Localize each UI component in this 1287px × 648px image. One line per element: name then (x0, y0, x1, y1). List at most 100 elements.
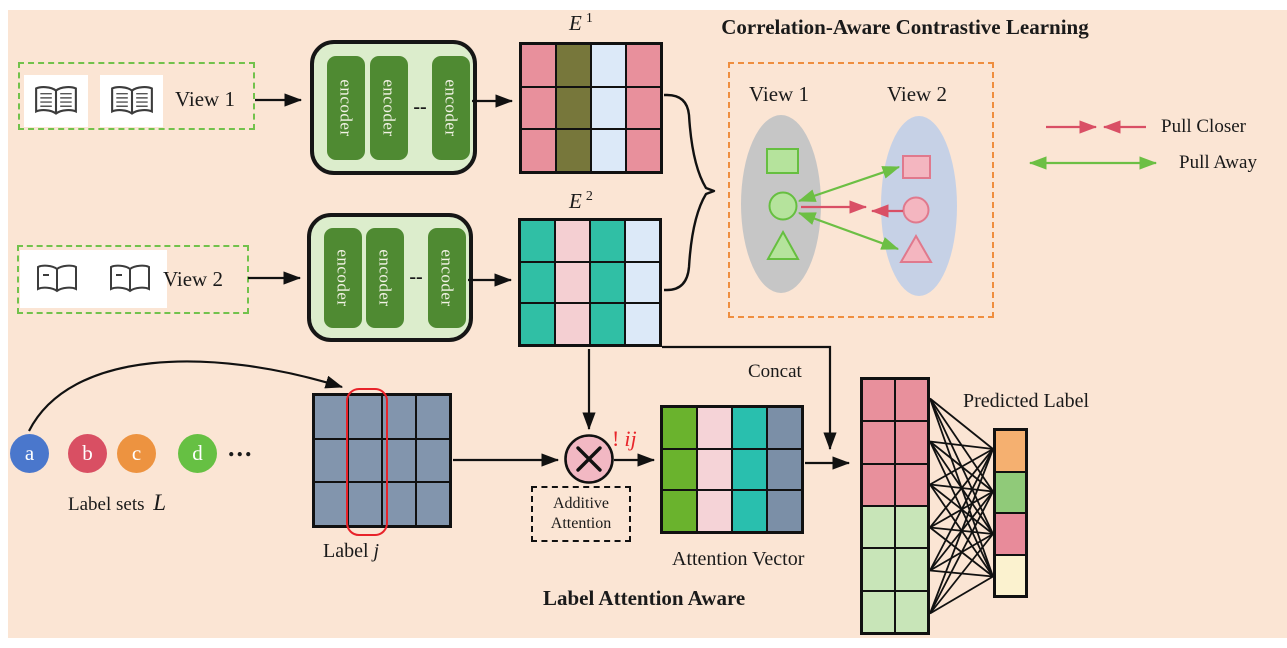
matrix-cell (520, 303, 555, 345)
matrix-cell (767, 448, 802, 491)
attention-vector-matrix (660, 405, 804, 534)
label-circle-a: a (10, 434, 49, 473)
contrastive-title: Correlation-Aware Contrastive Learning (721, 15, 1089, 39)
matrix-cell (662, 407, 697, 449)
concat-matrix (860, 377, 930, 635)
encoder-bar: encoder (366, 228, 404, 328)
label-j-caption: Label j (323, 540, 379, 563)
matrix-cell (555, 261, 590, 304)
matrix-cell (895, 505, 928, 549)
e2-symbol: E (569, 189, 582, 213)
matrix-cell (520, 220, 555, 262)
view1-doc-card-1 (24, 75, 88, 127)
matrix-cell (697, 407, 732, 449)
encoder-stack-1: encoder encoder encoder -- (310, 40, 477, 175)
encoder-bar-label: encoder (380, 79, 399, 137)
matrix-cell (862, 421, 895, 464)
matrix-cell (697, 490, 732, 532)
matrix-cell (662, 490, 697, 532)
view1-label: View 1 (175, 87, 235, 111)
matrix-cell (556, 44, 591, 87)
view1-input-box (18, 62, 255, 130)
contrastive-view2-label: View 2 (887, 82, 947, 106)
matrix-cell (895, 590, 928, 633)
matrix-cell (995, 471, 1026, 513)
matrix-cell (591, 129, 626, 172)
concat-label: Concat (748, 361, 802, 382)
matrix-cell (555, 220, 590, 262)
matrix-cell (862, 548, 895, 591)
contrastive-box (728, 62, 994, 318)
predicted-label-caption: Predicted Label (963, 390, 1090, 412)
matrix-cell (590, 220, 625, 262)
matrix-cell (862, 590, 895, 633)
e2-matrix (518, 218, 662, 347)
matrix-cell (995, 513, 1026, 555)
matrix-cell (895, 463, 928, 506)
label-column-highlight (346, 388, 388, 536)
encoder-bar: encoder (432, 56, 470, 160)
matrix-cell (416, 395, 450, 439)
matrix-cell (521, 44, 556, 87)
view1-doc-card-2 (100, 75, 163, 127)
matrix-cell (590, 261, 625, 304)
matrix-cell (348, 395, 382, 439)
label-j-text: Label (323, 540, 369, 562)
lij-subscript: ij (624, 426, 637, 451)
label-circle-c: c (117, 434, 156, 473)
encoder-bar-label: encoder (438, 249, 457, 307)
label-sets-caption: Label sets L (68, 490, 166, 516)
view2-label: View 2 (163, 267, 223, 291)
matrix-cell (995, 430, 1026, 472)
encoder-bar: encoder (428, 228, 466, 328)
matrix-cell (416, 438, 450, 483)
label-circle-d: d (178, 434, 217, 473)
open-book-icon (36, 264, 77, 293)
matrix-cell (348, 438, 382, 483)
matrix-cell (895, 379, 928, 422)
matrix-cell (521, 86, 556, 130)
matrix-cell (591, 44, 626, 87)
open-book-icon (110, 86, 153, 115)
matrix-cell (521, 129, 556, 172)
legend-pull-closer-label: Pull Closer (1161, 116, 1246, 137)
e1-matrix (519, 42, 663, 174)
matrix-cell (555, 303, 590, 345)
matrix-cell (767, 407, 802, 449)
e1-symbol: E (569, 11, 582, 35)
matrix-cell (862, 463, 895, 506)
matrix-cell (895, 421, 928, 464)
encoder-bar-label: encoder (376, 249, 395, 307)
open-book-icon (35, 86, 77, 115)
matrix-cell (591, 86, 626, 130)
encoder-bar: encoder (327, 56, 365, 160)
label-sets-text: Label sets (68, 494, 145, 515)
contrastive-view1-label: View 1 (749, 82, 809, 106)
matrix-cell (626, 86, 661, 130)
matrix-cell (995, 554, 1026, 596)
matrix-cell (556, 86, 591, 130)
encoder-stack-2: encoder encoder encoder -- (307, 213, 473, 342)
e1-superscript: 1 (585, 11, 593, 26)
encoder-ellipsis: -- (409, 266, 423, 288)
matrix-cell (314, 438, 348, 483)
label-j-symbol: j (373, 540, 380, 562)
matrix-cell (732, 490, 767, 532)
encoder-ellipsis: -- (413, 96, 427, 118)
encoder-bar: encoder (324, 228, 362, 328)
label-attention-title: Label Attention Aware (543, 586, 746, 610)
matrix-cell (895, 548, 928, 591)
legend-pull-away-label: Pull Away (1179, 152, 1257, 173)
e2-superscript: 2 (585, 189, 593, 204)
matrix-cell (767, 490, 802, 532)
additive-attention-box: Additive Attention (531, 486, 631, 542)
matrix-cell (590, 303, 625, 345)
encoder-bar-label: encoder (334, 249, 353, 307)
matrix-cell (625, 220, 660, 262)
encoder-bar-label: encoder (442, 79, 461, 137)
matrix-cell (314, 482, 348, 526)
encoder-bar: encoder (370, 56, 408, 160)
label-sets-ellipsis: ... (228, 433, 254, 462)
